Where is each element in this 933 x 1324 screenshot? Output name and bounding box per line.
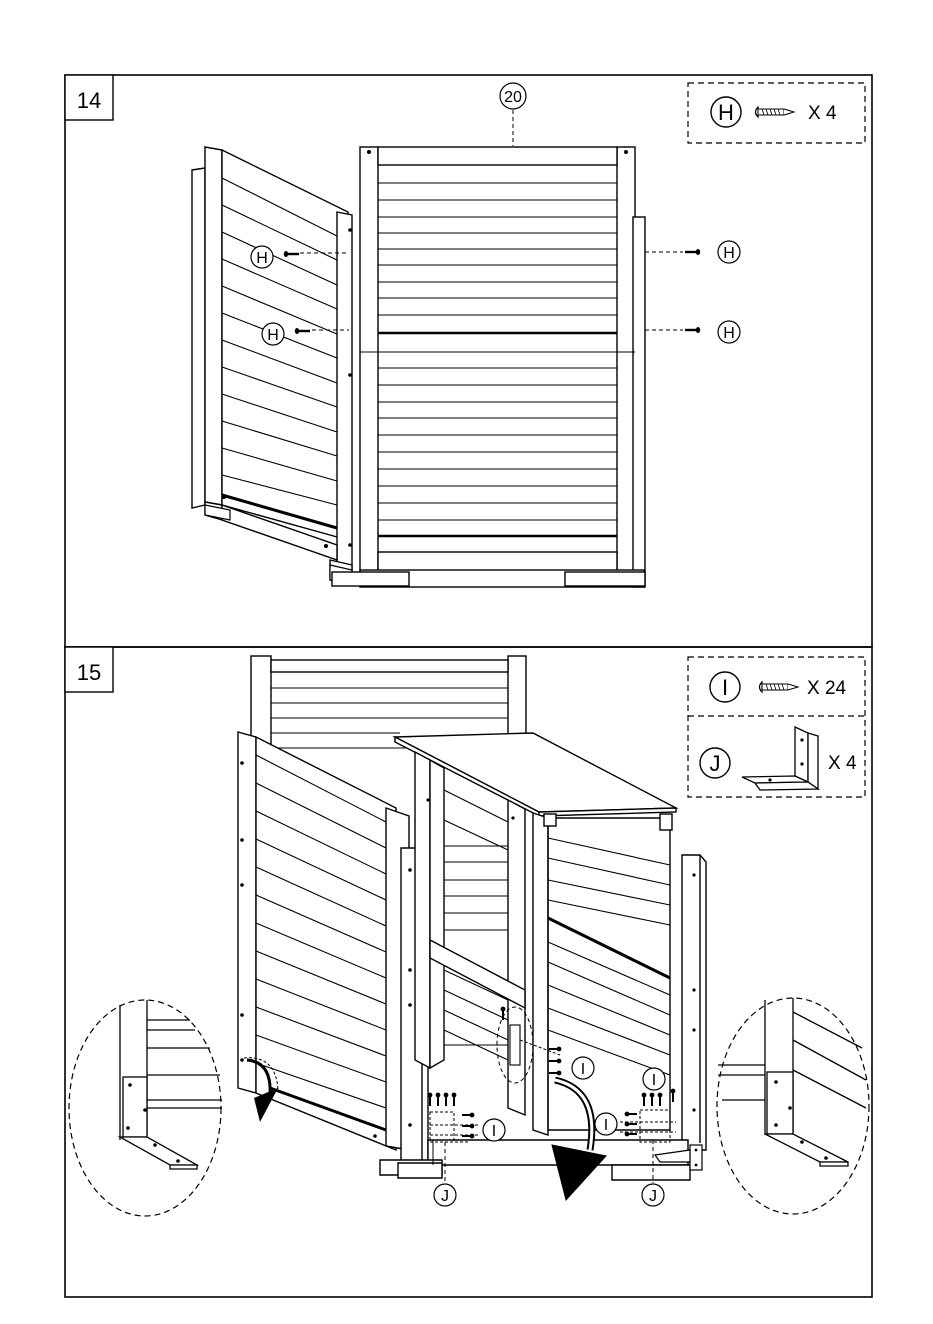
svg-text:H: H: [723, 245, 735, 262]
svg-text:I: I: [652, 1072, 656, 1089]
screw-icon: [760, 682, 799, 692]
part-j-quantity: X 4: [828, 753, 857, 774]
part-i-letter: I: [722, 675, 728, 700]
svg-text:I: I: [581, 1061, 585, 1078]
label-i-right-top: I: [643, 1068, 665, 1090]
label-i-left: I: [483, 1119, 505, 1141]
screw-h-right-bottom: H: [645, 321, 740, 343]
svg-text:J: J: [649, 1188, 657, 1205]
step-15-number: 15: [77, 660, 101, 685]
part-h-letter: H: [718, 100, 734, 125]
svg-text:H: H: [723, 325, 735, 342]
left-side-panel: [192, 147, 352, 585]
detail-circle-right: [717, 998, 869, 1214]
screw-h-right-top: H: [645, 241, 740, 263]
svg-text:H: H: [256, 250, 268, 267]
svg-text:I: I: [604, 1117, 608, 1134]
left-side-panel-15: [238, 732, 409, 1150]
detail-circle-left: [69, 1000, 222, 1216]
part-h-quantity: X 4: [808, 103, 837, 124]
step-15-panel: 15 I X 24 J X 4: [65, 647, 872, 1297]
corner-bracket-icon: [742, 727, 818, 790]
step-14-panel: 14 20 H X 4: [65, 75, 872, 647]
part-i-quantity: X 24: [807, 678, 847, 699]
center-divider-slats: [444, 790, 508, 1060]
part-j-letter: J: [710, 751, 721, 776]
step-14-number: 14: [77, 88, 101, 113]
svg-text:J: J: [441, 1188, 449, 1205]
screws-right-cluster: [625, 1089, 676, 1137]
right-side-slats-15: [548, 838, 670, 1075]
label-i-right-bottom: I: [595, 1113, 617, 1135]
svg-text:I: I: [492, 1123, 496, 1140]
screws-left-cluster: [428, 1093, 475, 1139]
label-i-center: I: [572, 1057, 594, 1079]
front-panel-20: [332, 147, 645, 587]
screw-icon: [756, 107, 795, 117]
front-panel-slats: [360, 183, 635, 536]
part-20-label: 20: [504, 89, 522, 106]
svg-text:H: H: [267, 327, 279, 344]
front-right-post: [682, 855, 706, 1150]
